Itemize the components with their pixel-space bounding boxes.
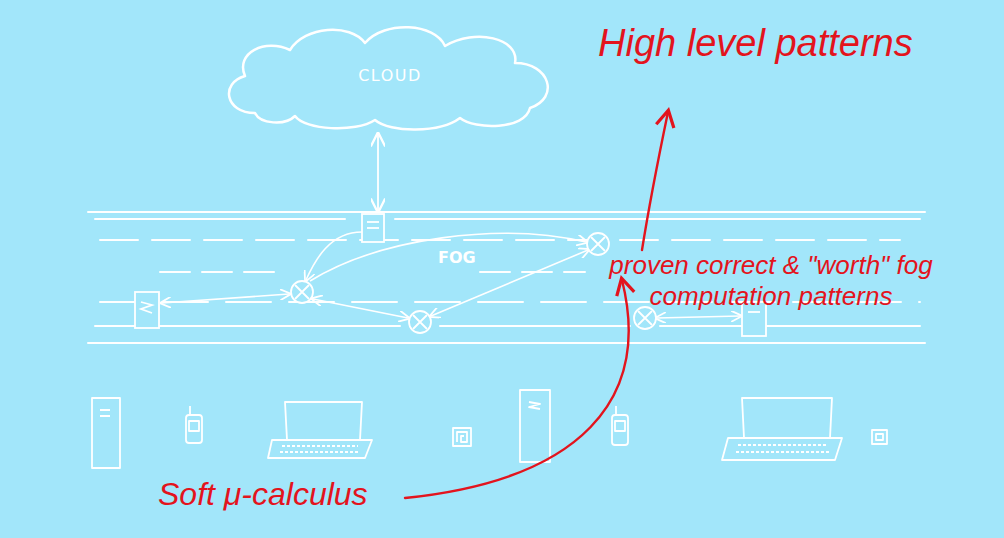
fog-node-cross bbox=[638, 311, 652, 325]
fog-node-cross bbox=[295, 285, 309, 299]
fog-link bbox=[657, 316, 740, 318]
laptop-base bbox=[722, 438, 842, 460]
fog-node-cross bbox=[591, 237, 605, 251]
server-detail bbox=[367, 221, 379, 223]
server-detail bbox=[748, 311, 760, 313]
laptop-screen bbox=[285, 402, 362, 440]
fog-nodes bbox=[291, 233, 656, 333]
red-arrow bbox=[642, 112, 668, 250]
sensor-device bbox=[453, 428, 471, 446]
laptop-screen bbox=[742, 398, 832, 438]
device-detail bbox=[457, 432, 467, 442]
sensor-device bbox=[872, 430, 887, 444]
fog-lane-line bbox=[88, 342, 925, 344]
device-detail bbox=[876, 434, 883, 440]
fog-lane-line bbox=[395, 218, 920, 220]
server-detail bbox=[141, 302, 152, 313]
fog-link bbox=[313, 299, 408, 318]
device-detail bbox=[100, 410, 110, 416]
fog-lane-line bbox=[95, 218, 345, 220]
fog-lane-line bbox=[160, 271, 280, 273]
server-box bbox=[135, 292, 159, 328]
red-annotations bbox=[405, 112, 668, 498]
annotation-text: Soft μ-calculus bbox=[158, 474, 478, 514]
laptop-base bbox=[268, 440, 372, 458]
laptop-keys bbox=[280, 446, 360, 452]
fog-node-circle bbox=[409, 311, 431, 333]
fog-node-circle bbox=[291, 281, 313, 303]
server-device bbox=[92, 398, 120, 468]
annotation-text: High level patterns bbox=[598, 20, 998, 66]
server-device bbox=[520, 390, 550, 462]
server-box bbox=[362, 214, 384, 242]
connector-arrow bbox=[377, 135, 379, 210]
server-detail bbox=[367, 227, 379, 229]
fog-lane-line bbox=[660, 325, 920, 327]
annotation-text: proven correct & "worth" fog computation… bbox=[596, 250, 946, 312]
fog-link bbox=[162, 294, 289, 303]
cloud-shape: CLOUD bbox=[215, 18, 565, 133]
red-arrow bbox=[405, 280, 629, 498]
device-detail bbox=[615, 406, 625, 431]
cloud-label: CLOUD bbox=[215, 66, 565, 85]
device-detail bbox=[189, 406, 199, 431]
device-detail bbox=[529, 402, 540, 409]
fog-node-circle bbox=[587, 233, 609, 255]
laptop-keys bbox=[736, 445, 830, 452]
fog-link bbox=[310, 233, 586, 281]
edge-devices bbox=[92, 390, 887, 468]
fog-lane-line bbox=[440, 325, 630, 327]
fog-link bbox=[306, 232, 362, 280]
fog-lane-line bbox=[100, 239, 900, 241]
fog-node-cross bbox=[413, 315, 427, 329]
band-label: FOG bbox=[438, 248, 476, 267]
fog-lane-line bbox=[88, 211, 925, 213]
